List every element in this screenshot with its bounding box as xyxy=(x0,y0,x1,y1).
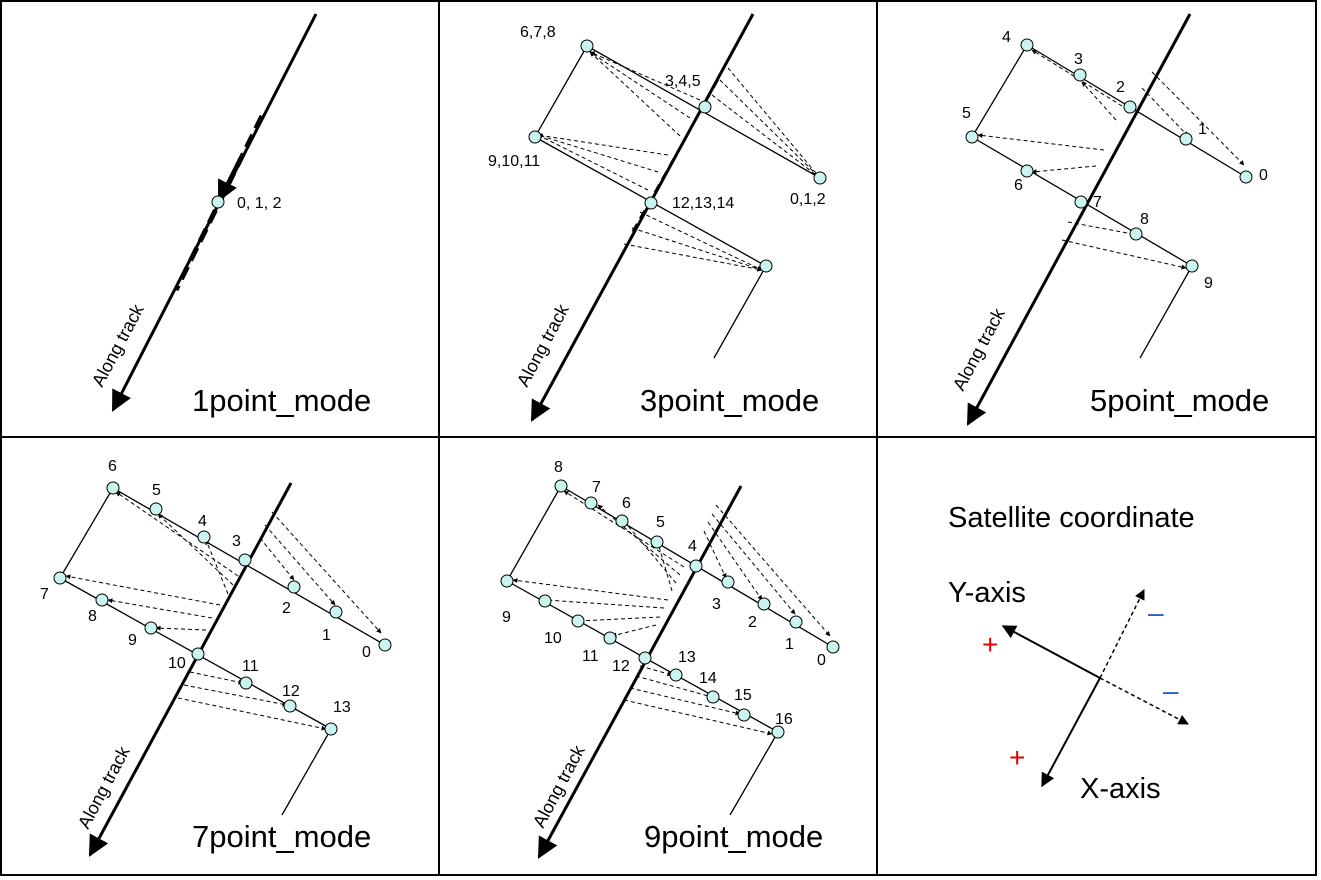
point-label: 3 xyxy=(232,533,241,550)
point-label: 10 xyxy=(544,630,562,647)
point-label: 1 xyxy=(322,627,331,644)
sample-points xyxy=(528,39,827,273)
sample-points xyxy=(53,481,392,736)
point-label: 15 xyxy=(734,687,752,704)
point-label: 12 xyxy=(612,658,630,675)
point-label: 2 xyxy=(748,614,757,631)
panel-7point: 0 1 2 3 4 5 6 7 8 9 10 11 12 13 Along tr… xyxy=(40,458,392,857)
dashed-arrows xyxy=(537,51,821,272)
minus-sign: – xyxy=(1163,675,1179,706)
satellite-coordinate-legend: Satellite coordinate Y-axis X-axis + + –… xyxy=(948,502,1195,805)
point-label: 7 xyxy=(1093,194,1102,211)
point-label: 12 xyxy=(282,683,300,700)
mode-label: 7point_mode xyxy=(192,819,371,854)
point-label: 3,4,5 xyxy=(665,73,701,90)
y-axis-label: Y-axis xyxy=(948,577,1026,609)
along-track-label: Along track xyxy=(513,300,573,390)
point-label: 9 xyxy=(502,609,511,626)
point-label: 6 xyxy=(1014,177,1023,194)
x-axis-label: X-axis xyxy=(1080,773,1161,805)
point-label: 2 xyxy=(282,600,291,617)
y-axis-negative-arrow xyxy=(1099,677,1189,725)
point-label: 5 xyxy=(152,482,161,499)
dashed-arrows xyxy=(512,490,831,736)
along-track-label: Along track xyxy=(88,300,148,390)
along-track-line xyxy=(88,482,293,857)
point-label: 3 xyxy=(712,596,721,613)
point-label: 5 xyxy=(656,514,665,531)
mode-label: 3point_mode xyxy=(640,383,819,418)
x-axis-negative-arrow xyxy=(1099,589,1145,679)
point-label: 12,13,14 xyxy=(672,195,734,212)
point-label: 13 xyxy=(333,699,351,716)
point-label: 10 xyxy=(168,655,186,672)
scan-arrow xyxy=(217,157,242,202)
along-track-line xyxy=(530,13,755,422)
along-track-line xyxy=(966,13,1192,426)
point-label: 14 xyxy=(699,670,717,687)
along-track-line xyxy=(537,485,743,859)
panel-5point: 0 1 2 3 4 5 6 7 8 9 Along track 5point_m… xyxy=(949,13,1269,426)
point-label: 7 xyxy=(40,586,49,603)
minus-sign: – xyxy=(1148,597,1164,628)
point-label: 3 xyxy=(1074,51,1083,68)
point-label: 0 xyxy=(362,644,371,661)
point-label: 0 xyxy=(1259,167,1268,184)
plus-sign: + xyxy=(1009,742,1025,773)
sample-point xyxy=(211,195,225,209)
point-label: 6 xyxy=(622,495,631,512)
point-label: 9,10,11 xyxy=(488,153,540,170)
point-label: 8 xyxy=(88,608,97,625)
point-label: 4 xyxy=(688,538,697,555)
point-label: 0,1,2 xyxy=(790,191,826,208)
point-label: 11 xyxy=(242,658,259,675)
panel-9point: 0 1 2 3 4 5 6 7 8 9 10 11 12 13 14 15 16… xyxy=(500,459,840,859)
panel-1point: 0, 1, 2 Along track 1point_mode xyxy=(88,13,371,418)
point-label: 4 xyxy=(198,513,207,530)
along-track-label: Along track xyxy=(949,304,1009,394)
y-axis-positive-arrow xyxy=(1001,625,1101,679)
sample-points xyxy=(965,38,1253,273)
point-label: 8 xyxy=(1140,211,1149,228)
dashed-arrows xyxy=(977,49,1245,270)
point-label: 13 xyxy=(678,649,696,666)
point-label: 6 xyxy=(108,458,117,475)
legend-title: Satellite coordinate xyxy=(948,502,1195,534)
x-axis-positive-arrow xyxy=(1041,677,1101,788)
panel-3point: 6,7,8 3,4,5 9,10,11 12,13,14 0,1,2 Along… xyxy=(488,13,827,422)
point-label: 4 xyxy=(1002,29,1011,46)
mode-label: 5point_mode xyxy=(1090,383,1269,418)
sample-points xyxy=(500,479,840,739)
point-label: 16 xyxy=(775,711,793,728)
point-label: 9 xyxy=(128,632,137,649)
point-label: 7 xyxy=(592,479,601,496)
point-label: 6,7,8 xyxy=(520,24,556,41)
point-label: 2 xyxy=(1116,79,1125,96)
mode-label: 1point_mode xyxy=(192,383,371,418)
point-label: 1 xyxy=(785,636,794,653)
point-label: 9 xyxy=(1204,275,1213,292)
point-label: 8 xyxy=(554,459,563,476)
point-label: 5 xyxy=(962,105,971,122)
point-label: 1 xyxy=(1198,121,1207,138)
point-label: 0, 1, 2 xyxy=(237,195,282,212)
plus-sign: + xyxy=(982,629,998,660)
point-label: 0 xyxy=(817,652,826,669)
mode-label: 9point_mode xyxy=(644,819,823,854)
point-label: 11 xyxy=(582,648,599,665)
dashed-arrows xyxy=(65,491,382,731)
